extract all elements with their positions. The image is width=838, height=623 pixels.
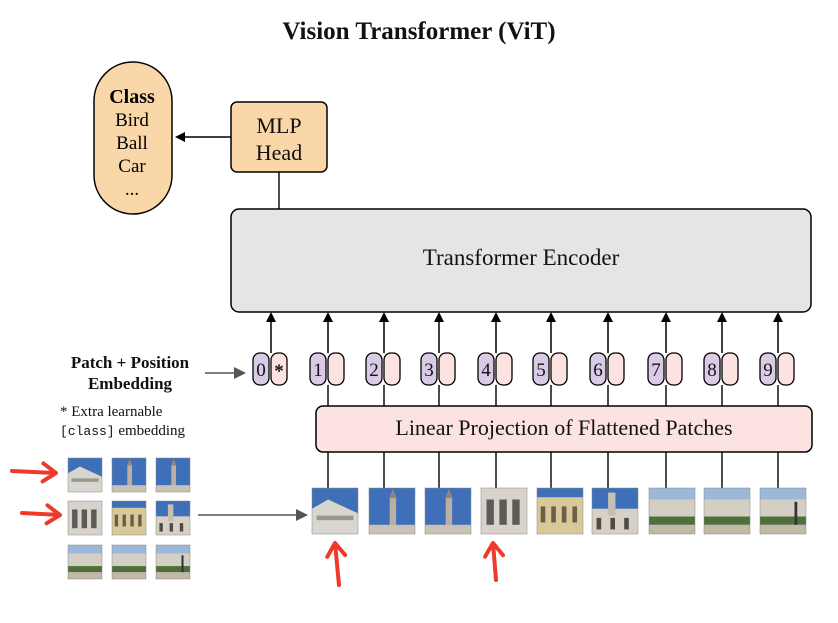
patch-strip-9	[759, 487, 807, 535]
class-item-ellipsis: ...	[124, 179, 140, 200]
grid-patch-7	[67, 544, 103, 580]
patch-strip-4	[480, 487, 528, 535]
patch-embedding-5	[550, 352, 568, 386]
position-embedding-0	[252, 352, 270, 386]
note-suffix: embedding	[118, 423, 186, 439]
position-number-1: 1	[313, 360, 323, 381]
grid-patch-3	[155, 457, 191, 493]
linear-projection-label: Linear Projection of Flattened Patches	[395, 415, 733, 440]
red-arrow-patch-1	[325, 541, 348, 587]
grid-patch-1	[67, 457, 103, 493]
patch-embedding-7	[665, 352, 683, 386]
transformer-encoder-box	[230, 208, 812, 313]
token-9: 9	[759, 352, 795, 386]
token-0: 0*	[252, 352, 288, 386]
diagram-title: Vision Transformer (ViT)	[282, 18, 556, 45]
patch-embedding-9	[777, 352, 795, 386]
patch-embedding-8	[721, 352, 739, 386]
position-number-5: 5	[536, 360, 546, 381]
token-2: 2	[365, 352, 401, 386]
position-embedding-5	[532, 352, 550, 386]
position-number-7: 7	[651, 360, 661, 381]
patch-embedding-2	[383, 352, 401, 386]
class-item-bird: Bird	[115, 110, 149, 131]
patch-strip-2	[368, 487, 416, 535]
token-1: 1	[309, 352, 345, 386]
position-embedding-7	[647, 352, 665, 386]
class-item-ball: Ball	[116, 133, 148, 154]
position-number-4: 4	[481, 360, 491, 381]
position-number-9: 9	[763, 360, 773, 381]
token-3: 3	[420, 352, 456, 386]
position-number-0: 0	[256, 360, 266, 381]
position-number-6: 6	[593, 360, 603, 381]
position-embedding-2	[365, 352, 383, 386]
class-box-shape	[93, 61, 173, 215]
patch-strip-7	[648, 487, 696, 535]
grid-patch-6	[155, 500, 191, 536]
class-box-title: Class	[109, 86, 155, 108]
grid-patch-4	[67, 500, 103, 536]
mlp-head-line2: Head	[255, 140, 303, 165]
position-embedding-3	[420, 352, 438, 386]
position-embedding-8	[703, 352, 721, 386]
position-number-2: 2	[369, 360, 379, 381]
position-embedding-4	[477, 352, 495, 386]
grid-patch-2	[111, 457, 147, 493]
patch-embedding-4	[495, 352, 513, 386]
token-8: 8	[703, 352, 739, 386]
token-4: 4	[477, 352, 513, 386]
patch-embedding-1	[327, 352, 345, 386]
position-embedding-9	[759, 352, 777, 386]
patch-embedding-0	[270, 352, 288, 386]
class-item-car: Car	[118, 156, 146, 177]
note-code: [class]	[60, 424, 115, 439]
position-embedding-6	[589, 352, 607, 386]
red-arrow-patch-4	[483, 541, 506, 582]
red-arrow-row-1	[10, 461, 58, 484]
grid-patch-9	[155, 544, 191, 580]
grid-patch-5	[111, 500, 147, 536]
position-number-8: 8	[707, 360, 717, 381]
embedding-label: Patch + Position Embedding	[40, 352, 220, 394]
mlp-head-label: MLP Head	[231, 112, 327, 166]
red-arrow-row-2	[20, 503, 62, 526]
token-5: 5	[532, 352, 568, 386]
linear-projection-box	[315, 405, 813, 453]
patch-embedding-6	[607, 352, 625, 386]
patch-strip-1	[311, 487, 359, 535]
patch-strip-3	[424, 487, 472, 535]
position-number-3: 3	[424, 360, 434, 381]
mlp-head-line1: MLP	[256, 113, 302, 138]
position-embedding-1	[309, 352, 327, 386]
patch-strip-5	[536, 487, 584, 535]
token-6: 6	[589, 352, 625, 386]
class-token-note: * Extra learnable [class] embedding	[60, 403, 240, 441]
patch-strip-8	[703, 487, 751, 535]
note-line1: * Extra learnable	[60, 404, 163, 420]
embedding-label-line1: Patch + Position	[70, 353, 190, 372]
transformer-encoder-label: Transformer Encoder	[422, 245, 620, 270]
grid-patch-8	[111, 544, 147, 580]
embedding-label-line2: Embedding	[87, 374, 173, 393]
class-token-star: *	[274, 361, 284, 382]
patch-embedding-3	[438, 352, 456, 386]
patch-strip-6	[591, 487, 639, 535]
token-7: 7	[647, 352, 683, 386]
class-box: Class Bird Ball Car ...	[92, 86, 172, 201]
